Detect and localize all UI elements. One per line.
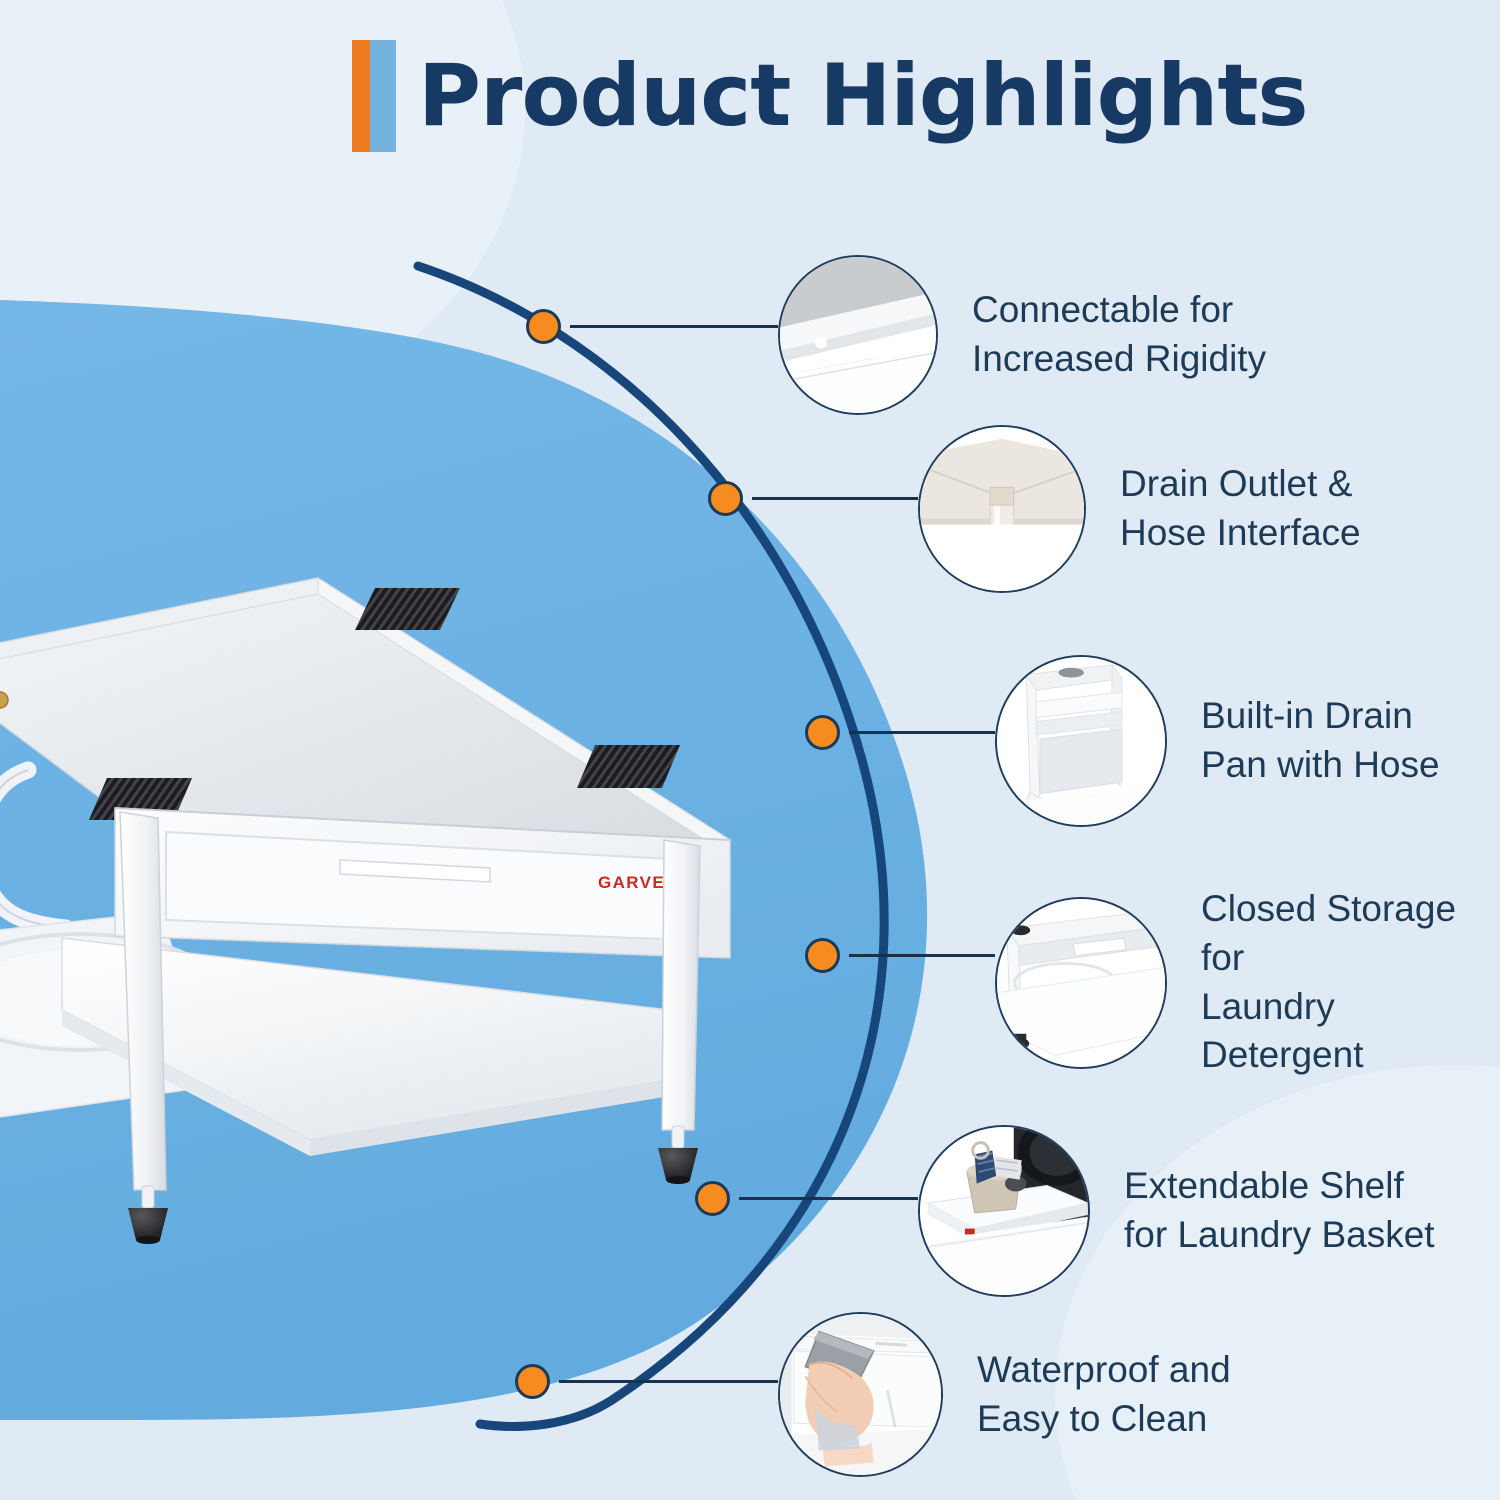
thumb-drain-pan-art: [997, 657, 1165, 825]
leveling-foot-left-base: [136, 1236, 160, 1244]
callout-label-extendable-shelf: Extendable Shelf for Laundry Basket: [1124, 1165, 1435, 1255]
storage-door-handle: [339, 859, 491, 883]
brass-drain-port: [0, 691, 9, 709]
top-panel-left-lip: [0, 577, 319, 660]
node-extendable-shelf[interactable]: [695, 1181, 730, 1216]
leader-line-connectable: [570, 325, 778, 328]
leader-line-drain-outlet: [752, 497, 918, 500]
leg-front-left: [119, 811, 167, 1191]
product-image: GARVEE: [0, 577, 732, 1244]
leader-line-built-in-drain-pan: [849, 731, 995, 734]
node-connectable[interactable]: [526, 309, 561, 344]
leader-line-extendable-shelf: [739, 1197, 918, 1200]
apron-seam: [114, 807, 731, 841]
callout-label-connectable: Connectable for Increased Rigidity: [972, 289, 1267, 379]
thumb-connectable-art: [780, 257, 936, 413]
thumb-drain-pan[interactable]: [995, 655, 1167, 827]
callout-connectable: Connectable for Increased Rigidity: [778, 255, 1266, 415]
leader-line-waterproof: [559, 1380, 778, 1383]
leveling-foot-right-base: [666, 1176, 690, 1184]
callout-label-drain-outlet: Drain Outlet & Hose Interface: [1120, 463, 1361, 553]
thumb-drain-outlet[interactable]: [918, 425, 1086, 593]
callout-waterproof: Waterproof and Easy to Clean: [778, 1312, 1231, 1477]
leveling-foot-left: [128, 1208, 168, 1240]
page-header: Product Highlights: [352, 40, 1309, 152]
decor-diagonal-sheen: [1175, 1080, 1500, 1500]
callout-label-waterproof: Waterproof and Easy to Clean: [977, 1348, 1231, 1439]
thumb-extendable-shelf-art: [920, 1127, 1088, 1295]
node-waterproof[interactable]: [515, 1364, 550, 1399]
callout-built-in-drain-pan: Built-in Drain Pan with Hose: [995, 655, 1440, 827]
thumb-waterproof-art: [780, 1314, 941, 1475]
callout-label-built-in-drain-pan: Built-in Drain Pan with Hose: [1201, 695, 1440, 785]
thumb-waterproof[interactable]: [778, 1312, 943, 1477]
grip-pad-rear: [355, 588, 460, 630]
thumb-closed-storage[interactable]: [995, 896, 1167, 1069]
title-accent-bar-blue: [370, 40, 396, 152]
thumb-drain-outlet-art: [920, 427, 1084, 591]
node-closed-storage[interactable]: [805, 938, 840, 973]
connector-arc: [413, 261, 889, 1431]
thumb-connectable[interactable]: [778, 255, 938, 415]
grip-pad-right: [577, 745, 680, 788]
title-accent-bar-orange: [352, 40, 370, 152]
callout-label-closed-storage: Closed Storage for Laundry Detergent: [1201, 888, 1457, 1076]
node-drain-outlet[interactable]: [708, 481, 743, 516]
node-built-in-drain-pan[interactable]: [805, 715, 840, 750]
lower-shelf-edge-right: [310, 1080, 670, 1156]
thumb-closed-storage-art: [997, 898, 1165, 1067]
drain-hose-outline: [0, 769, 67, 929]
callout-closed-storage: Closed Storage for Laundry Detergent: [995, 885, 1500, 1080]
leg-front-right: [661, 839, 701, 1131]
lower-shelf-edge-left: [62, 1010, 310, 1156]
thumb-extendable-shelf[interactable]: [918, 1125, 1090, 1297]
brand-logo-garvee: GARVEE: [598, 873, 678, 892]
callout-drain-outlet: Drain Outlet & Hose Interface: [918, 425, 1361, 593]
leveling-foot-right: [658, 1148, 698, 1180]
callout-extendable-shelf: Extendable Shelf for Laundry Basket: [918, 1125, 1435, 1297]
page-title: Product Highlights: [418, 46, 1309, 146]
leader-line-closed-storage: [849, 954, 995, 957]
